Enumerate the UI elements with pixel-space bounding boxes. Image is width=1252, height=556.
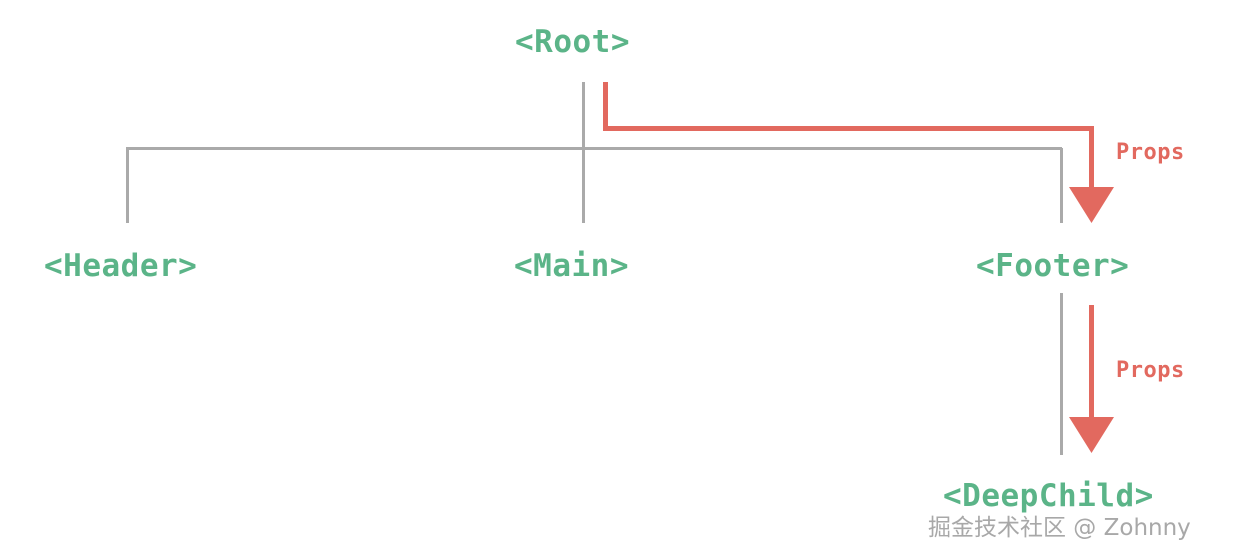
props-arrows (603, 82, 1114, 454)
props-label-root-to-footer: Props (1116, 140, 1185, 165)
node-main[interactable]: <Main> (514, 248, 629, 284)
node-header[interactable]: <Header> (44, 248, 198, 284)
node-root[interactable]: <Root> (515, 24, 630, 60)
watermark: 掘金技术社区 @ Zohnny (928, 515, 1191, 541)
tree-lines (126, 82, 1063, 455)
props-label-footer-to-deepchild: Props (1116, 358, 1185, 383)
node-footer[interactable]: <Footer> (976, 248, 1130, 284)
node-deepchild[interactable]: <DeepChild> (943, 478, 1154, 514)
props-arrow-root-to-footer (603, 82, 1114, 224)
